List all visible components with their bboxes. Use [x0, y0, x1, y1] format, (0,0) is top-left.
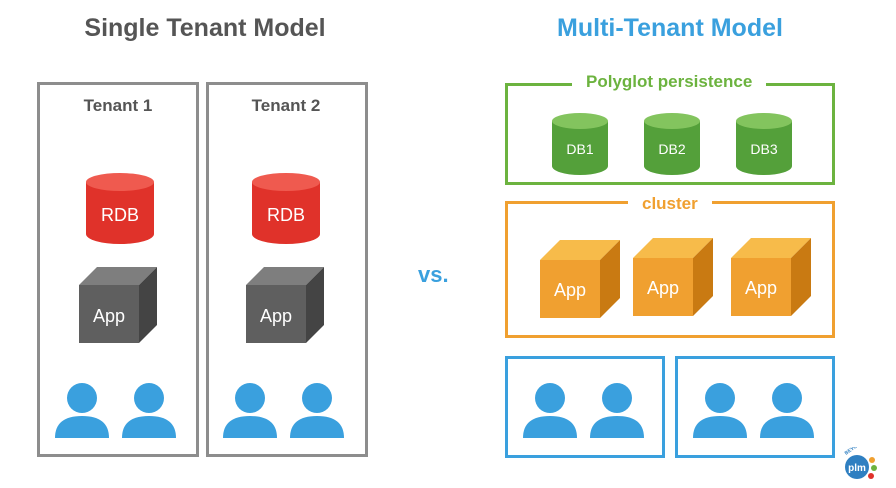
tenant-1-app-label: App [93, 306, 125, 326]
cluster-app-2-label: App [647, 278, 679, 298]
cluster-app-1-cube-icon: App [540, 240, 620, 318]
cluster-app-3-cube-icon: App [731, 238, 811, 316]
tenant-1-app-cube-icon: App [79, 267, 157, 343]
tenant-2-box [206, 82, 368, 457]
tenant-2-app-cube-icon: App [246, 267, 324, 343]
beyond-plm-logo: plm BEYOND [844, 447, 877, 479]
multi-tenant-1-users-icon [523, 383, 644, 438]
cluster-app-2-cube-icon: App [633, 238, 713, 316]
cluster-app-3-label: App [745, 278, 777, 298]
logo-main-text: plm [848, 463, 866, 474]
multi-tenant-1-box [505, 356, 665, 458]
db2-label: DB2 [658, 141, 685, 157]
tenant-2-rdb-label: RDB [267, 205, 305, 225]
tenant-1-rdb-icon: RDB [86, 173, 154, 244]
tenant-2-app-label: App [260, 306, 292, 326]
tenant-2-users-icon [223, 383, 344, 438]
multi-tenant-2-users-icon [693, 383, 814, 438]
db3-label: DB3 [750, 141, 777, 157]
tenant-1-users-icon [55, 383, 176, 438]
tenant-2-label: Tenant 2 [251, 96, 321, 115]
vs-label: vs. [418, 262, 449, 287]
db1-label: DB1 [566, 141, 593, 157]
db2-cylinder-icon: DB2 [644, 113, 700, 175]
multi-tenant-title: Multi-Tenant Model [557, 14, 783, 42]
db1-cylinder-icon: DB1 [552, 113, 608, 175]
db3-cylinder-icon: DB3 [736, 113, 792, 175]
single-tenant-title: Single Tenant Model [84, 14, 326, 42]
logo-top-text: BEYOND [844, 447, 865, 457]
cluster-label: cluster [628, 194, 712, 214]
cluster-app-1-label: App [554, 280, 586, 300]
tenant-1-box [37, 82, 199, 457]
polyglot-persistence-label: Polyglot persistence [572, 72, 767, 92]
multi-tenant-2-box [675, 356, 835, 458]
tenant-1-label: Tenant 1 [83, 96, 153, 115]
tenant-1-rdb-label: RDB [101, 205, 139, 225]
tenant-2-rdb-icon: RDB [252, 173, 320, 244]
